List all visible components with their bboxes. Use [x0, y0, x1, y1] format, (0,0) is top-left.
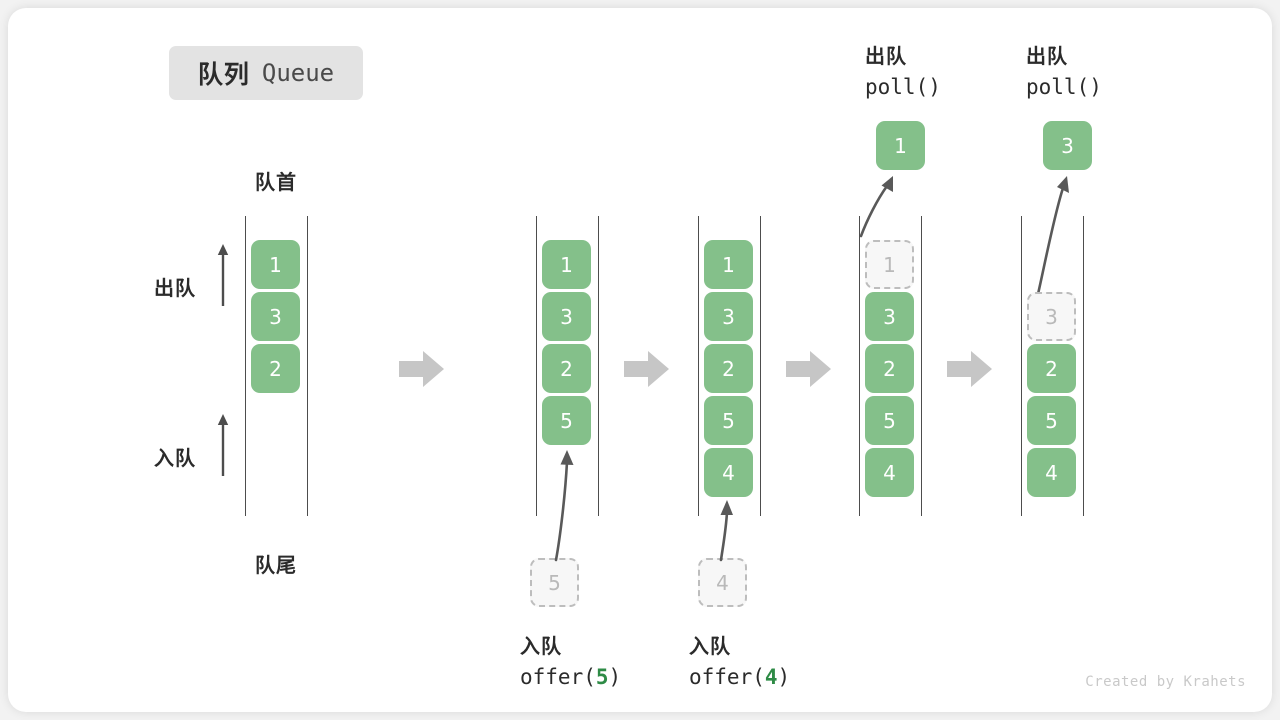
dequeued-element: 3: [1043, 121, 1092, 170]
queue-cell: 5: [542, 396, 591, 445]
queue-rail-right-col3: [760, 216, 761, 516]
queue-rail-right-col4: [921, 216, 922, 516]
queue-cell: 4: [1027, 448, 1076, 497]
queue-rail-left-col3: [698, 216, 699, 516]
dequeue-caption-code-col4: poll(): [865, 75, 941, 99]
queue-cell: 5: [865, 396, 914, 445]
queue-cell-ghost: 1: [865, 240, 914, 289]
queue-cell: 3: [865, 292, 914, 341]
step-arrow-icon: [399, 351, 444, 387]
diagram-title-badge: 队列 Queue: [169, 46, 363, 100]
queue-cell: 4: [865, 448, 914, 497]
step-arrow-icon: [947, 351, 992, 387]
dequeue-caption-zh-col5: 出队: [1026, 46, 1068, 68]
code-suffix: ): [777, 665, 791, 689]
enqueue-direction-label: 入队: [154, 448, 196, 470]
incoming-element-ghost: 4: [698, 558, 747, 607]
queue-cell: 4: [704, 448, 753, 497]
enqueue-caption-code-col3: offer(4): [689, 665, 790, 689]
code-prefix: poll(: [865, 75, 929, 99]
queue-cell: 3: [542, 292, 591, 341]
queue-cell: 2: [865, 344, 914, 393]
enqueue-caption-code-col2: offer(5): [520, 665, 621, 689]
queue-cell: 2: [542, 344, 591, 393]
incoming-element-ghost: 5: [530, 558, 579, 607]
dequeue-caption-zh-col4: 出队: [865, 46, 907, 68]
enqueue-caption-zh-col2: 入队: [520, 636, 562, 658]
dequeued-element: 1: [876, 121, 925, 170]
queue-rail-left-col4: [859, 216, 860, 516]
queue-cell: 1: [251, 240, 300, 289]
step-arrow-icon: [786, 351, 831, 387]
dequeue-curve-arrow-icon: [1036, 176, 1069, 296]
code-prefix: offer(: [520, 665, 596, 689]
queue-head-label: 队首: [255, 172, 297, 194]
dequeue-direction-label: 出队: [154, 278, 196, 300]
code-suffix: ): [928, 75, 941, 99]
code-prefix: poll(: [1026, 75, 1090, 99]
enqueue-direction-arrow-icon: [217, 414, 229, 476]
title-chinese: 队列: [197, 61, 250, 89]
enqueue-curve-arrow-icon: [554, 450, 574, 562]
title-english: Queue: [261, 59, 335, 87]
queue-cell: 1: [704, 240, 753, 289]
step-arrow-icon: [624, 351, 669, 387]
watermark-credit: Created by Krahets: [1085, 674, 1246, 690]
queue-rail-left-col2: [536, 216, 537, 516]
queue-cell-ghost: 3: [1027, 292, 1076, 341]
queue-rail-left-col5: [1021, 216, 1022, 516]
queue-rail-right-col5: [1083, 216, 1084, 516]
queue-cell: 1: [542, 240, 591, 289]
code-suffix: ): [608, 665, 622, 689]
dequeue-caption-code-col5: poll(): [1026, 75, 1102, 99]
diagram-canvas: 队列 Queue 队首 队尾 出队 入队 1 3 2 1 3 2 5 5 入队 …: [8, 8, 1272, 712]
queue-cell: 2: [251, 344, 300, 393]
queue-rail-left-col1: [245, 216, 246, 516]
queue-cell: 3: [704, 292, 753, 341]
queue-tail-label: 队尾: [255, 555, 297, 577]
queue-cell: 3: [251, 292, 300, 341]
enqueue-curve-arrow-icon: [719, 500, 733, 562]
queue-cell: 2: [1027, 344, 1076, 393]
code-suffix: ): [1089, 75, 1102, 99]
code-arg: 5: [595, 665, 609, 689]
queue-rail-right-col1: [307, 216, 308, 516]
queue-rail-right-col2: [598, 216, 599, 516]
code-prefix: offer(: [689, 665, 765, 689]
queue-cell: 5: [704, 396, 753, 445]
dequeue-direction-arrow-icon: [217, 244, 229, 306]
dequeue-curve-arrow-icon: [859, 176, 893, 238]
queue-cell: 5: [1027, 396, 1076, 445]
enqueue-caption-zh-col3: 入队: [689, 636, 731, 658]
code-arg: 4: [764, 665, 778, 689]
queue-cell: 2: [704, 344, 753, 393]
